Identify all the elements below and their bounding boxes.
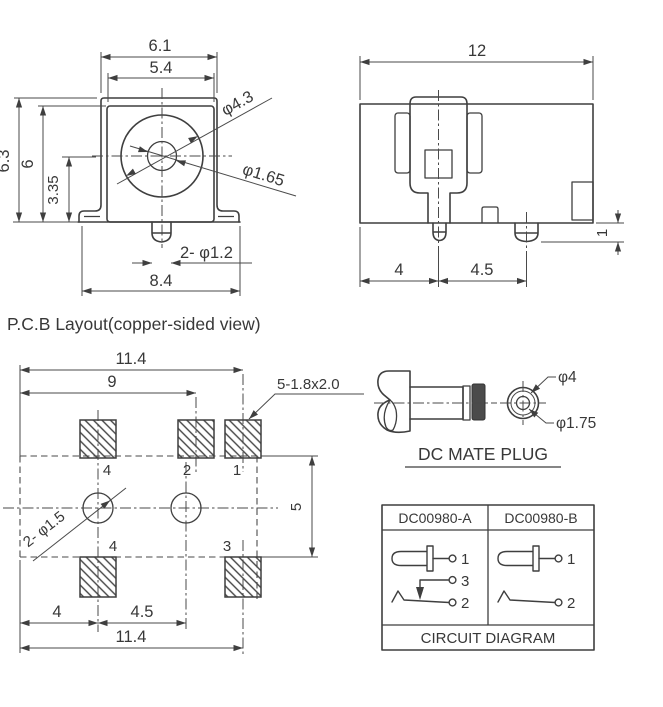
dim-pcb-overall-top: 11.4 [19,350,243,456]
pcb-dim-overall-top-label: 11.4 [116,350,147,368]
pcb-pad-top-4 [79,419,117,459]
side-body-rect [359,103,594,224]
pcb-label-pad-top-2: 2 [183,462,191,479]
side-dim-pin1-offset-label: 4 [394,261,403,279]
pcb-pad-bottom-4 [79,556,117,598]
front-dim-center-height-label: 3.35 [45,175,62,204]
pcb-title: P.C.B Layout(copper-sided view) [7,314,261,334]
circuit-b-pin1-label: 1 [567,551,575,568]
pcb-dim-overall-bottom-label: 11.4 [116,628,147,646]
circuit-a-contact-triangle [416,587,424,600]
pcb-pad-top-1 [224,419,262,459]
dim-side-pin-protrusion: 1 [541,210,624,255]
plug-tip-ring [471,383,486,421]
circuit-a-pin1-label: 1 [461,551,469,568]
pcb-pad-note: 5-1.8x2.0 [246,376,364,422]
side-dim-width-label: 12 [468,42,486,60]
side-pin1 [432,222,447,242]
dim-front-height-inner: 6 [19,105,106,222]
front-pin-dia-label: φ1.65 [240,160,286,190]
pcb-layout: P.C.B Layout(copper-sided view) 4 2 1 4 … [3,314,364,654]
side-right-tab [466,112,483,174]
dim-plug-pin-dia: φ1.75 [527,406,596,432]
pcb-dim-row-pitch-label: 5 [288,503,305,511]
pcb-dim-hole-pitch-label: 4.5 [131,603,154,621]
circuit-footer: CIRCUIT DIAGRAM [421,630,556,647]
dim-plug-barrel-dia: φ4 [528,369,577,396]
front-dim-height-inner-label: 6 [19,159,37,168]
front-legs-note-label: 2- φ1.2 [180,244,233,262]
pcb-pad-top-2 [177,419,215,459]
circuit-header-a: DC00980-A [398,510,472,526]
front-dim-height-outer-label: 6.3 [0,150,13,173]
dim-front-pin-dia: φ1.65 [129,145,297,197]
pcb-dim-pad2-offset-label: 9 [107,373,116,391]
dim-front-width-inner: 5.4 [107,59,215,102]
circuit-diagram-table: DC00980-A DC00980-B 1 3 2 1 2 [381,504,595,651]
dim-front-height-outer: 6.3 [0,97,97,223]
dim-pcb-bottom: 4 4.5 11.4 [19,560,243,653]
pcb-pad-note-label: 5-1.8x2.0 [277,376,340,393]
pcb-dim-hole1-offset-label: 4 [52,603,61,621]
pcb-hole-2 [170,492,202,524]
dc-mate-plug: φ4 φ1.75 DC MATE PLUG [374,369,596,468]
side-dim-pin-protrusion-label: 1 [594,229,611,237]
front-center-pin [151,221,172,243]
dim-front-flange-width: 8.4 [81,226,241,296]
front-dim-flange-width-label: 8.4 [150,272,173,290]
plug-pin-dia-label: φ1.75 [556,415,596,432]
dim-side-width: 12 [359,42,594,100]
dim-pcb-row-pitch: 5 [262,455,318,558]
pcb-label-pad-bottom-3: 3 [223,538,231,555]
circuit-a-pin3-label: 3 [461,573,469,590]
circuit-table-gridlines [382,505,594,626]
plug-end-crosshair [500,381,546,425]
pcb-label-pad-top-4: 4 [103,462,111,479]
plug-handle [377,370,411,434]
dim-front-width-outer: 6.1 [100,37,218,93]
circuit-symbol-b: 1 2 [497,545,575,612]
circuit-b-pin2-label: 2 [567,595,575,612]
circuit-a-pin2-label: 2 [461,595,469,612]
plug-title: DC MATE PLUG [418,444,548,464]
dim-front-center-height: 3.35 [45,156,96,222]
front-dim-width-outer-label: 6.1 [149,37,172,55]
front-view: 6.1 5.4 6.3 6 3.35 8.4 [0,37,297,296]
side-left-tab [394,112,411,174]
plug-barrel-dia-label: φ4 [558,369,577,386]
side-dim-pin-pitch-label: 4.5 [471,261,494,279]
dim-side-pin-offsets: 4 4.5 [359,227,527,287]
circuit-symbol-a: 1 3 2 [391,545,469,612]
pcb-hole-note-label: 2- φ1.5 [20,508,68,551]
circuit-header-b: DC00980-B [504,510,577,526]
plug-handle-inner-curve [383,399,398,432]
front-face-rect [106,105,215,223]
front-bore-dia-label: φ4.3 [219,88,257,120]
pcb-label-pad-bottom-4: 4 [109,538,117,555]
side-right-block [571,181,594,221]
pcb-label-pad-top-1: 1 [233,462,241,479]
side-bump [481,206,499,223]
front-shell-outline [78,97,240,223]
front-dim-width-inner-label: 5.4 [150,59,173,77]
pcb-hole-1 [82,492,114,524]
dim-pcb-pad2-offset: 9 [20,373,196,397]
dim-front-legs: 2- φ1.2 [132,244,252,267]
pcb-pad-bottom-3 [224,556,262,598]
side-view: 12 1 4 4.5 [359,42,624,287]
